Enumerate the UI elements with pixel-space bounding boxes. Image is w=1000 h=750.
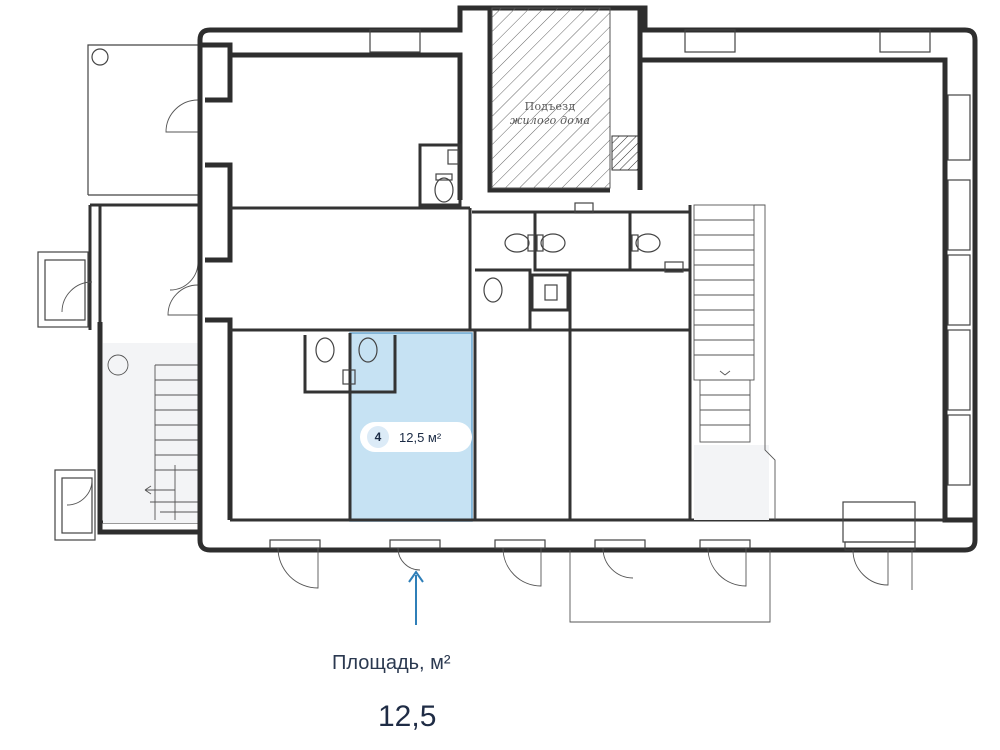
entrance-label-line1: Подъезд — [524, 100, 576, 113]
area-caption: Площадь, м² — [332, 652, 451, 674]
area-value: 12,5 — [378, 700, 437, 733]
toilets — [315, 149, 684, 385]
left-annex — [37, 44, 200, 541]
room-area-label: 12,5 м² — [399, 429, 442, 445]
entrance-block — [491, 7, 611, 189]
room-number: 4 — [367, 426, 389, 448]
right-stair — [693, 204, 776, 520]
entrance-small-block — [611, 135, 639, 171]
bottom-doors — [269, 539, 916, 623]
entrance-label-line2: жилого дома — [509, 114, 591, 127]
location-arrow — [408, 570, 424, 625]
right-windows — [842, 94, 971, 543]
entrance-label: Подъезд жилого дома — [500, 100, 600, 128]
room-badge[interactable]: 4 12,5 м² — [360, 422, 472, 452]
top-windows — [369, 29, 931, 53]
left-stair — [103, 343, 200, 523]
interior-walls — [230, 143, 945, 522]
